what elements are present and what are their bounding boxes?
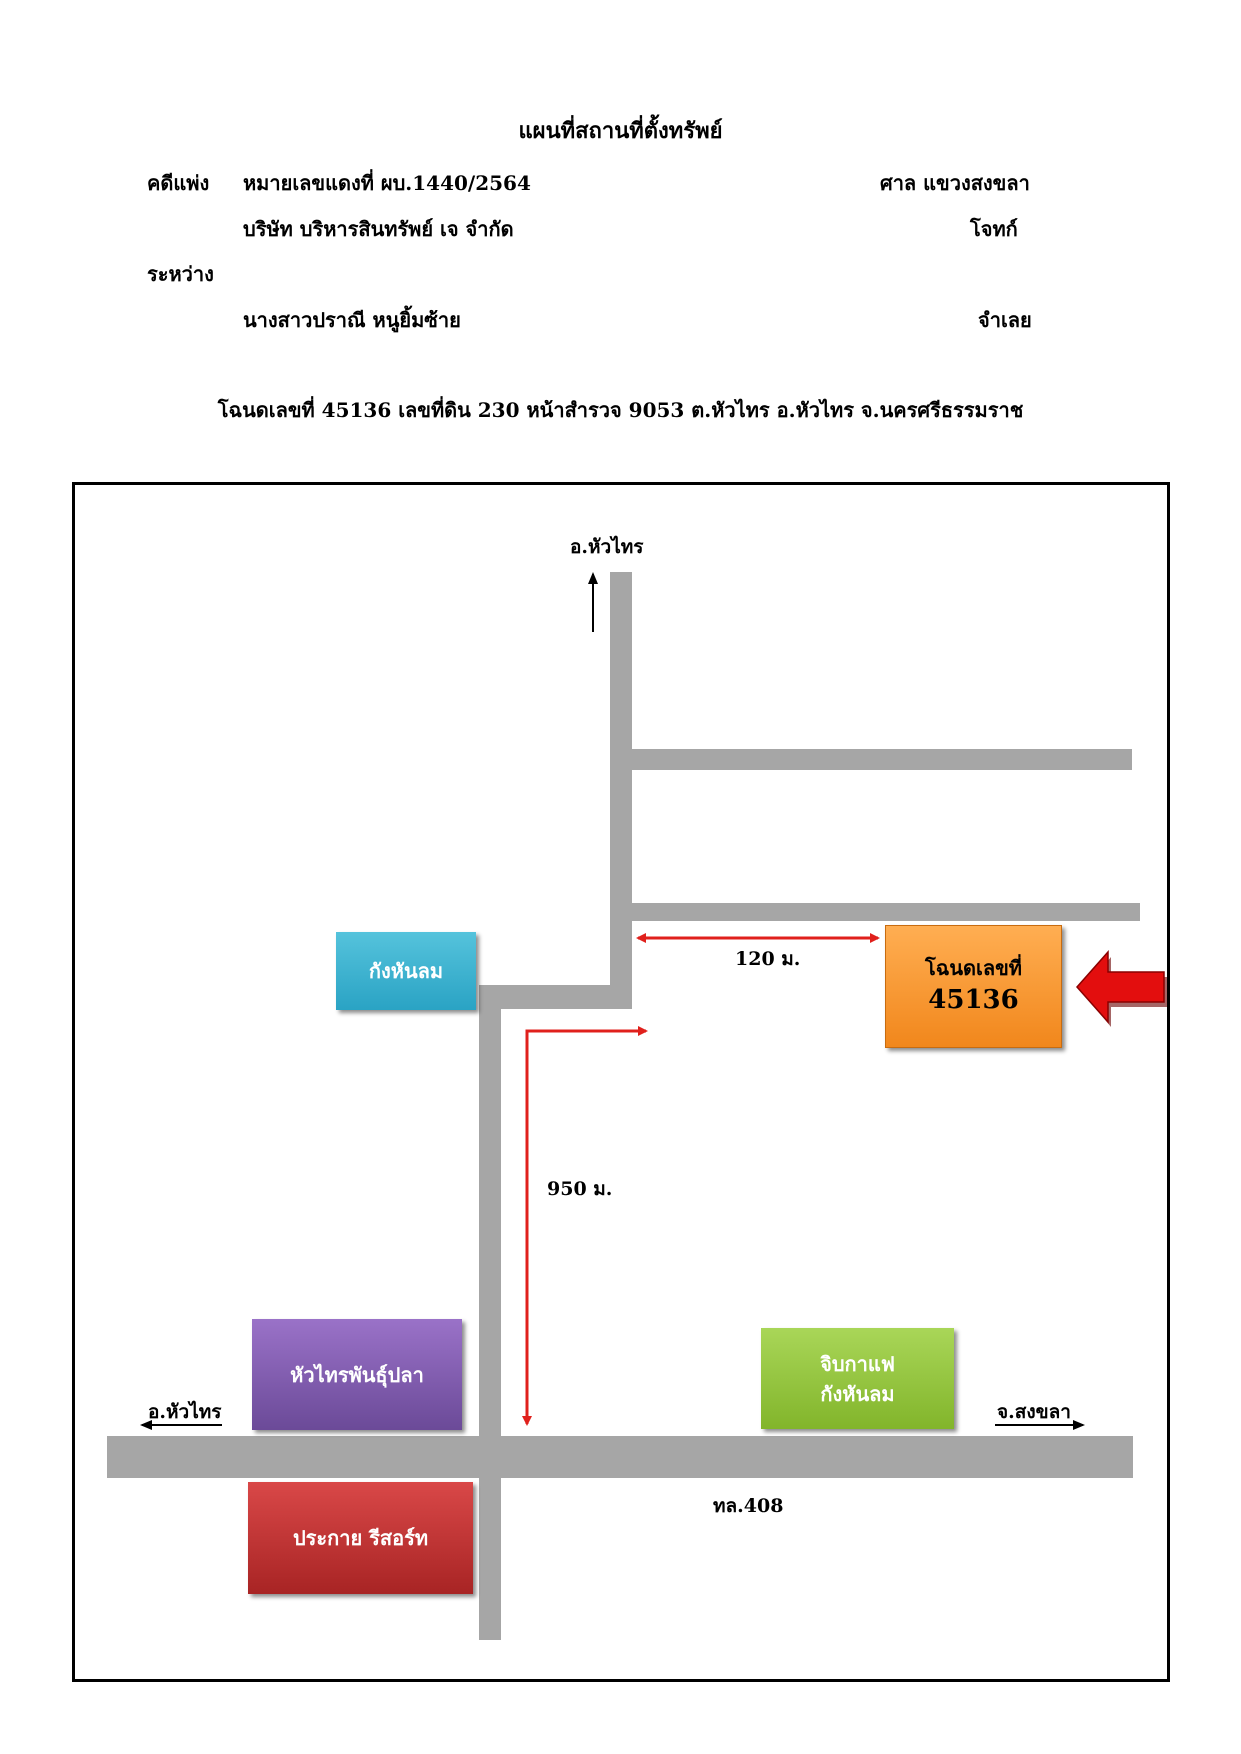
case-type: คดีแพ่ง — [147, 171, 210, 195]
distance-arrow-950 — [525, 1029, 644, 1422]
landmark-kanghanlom: กังหันลม — [336, 932, 476, 1010]
defendant-name: นางสาวปราณี หนูยิ้มซ้าย — [243, 308, 461, 332]
distance-label-950: 950 ม. — [547, 1178, 613, 1200]
page-title: แผนที่สถานที่ตั้งทรัพย์ — [518, 118, 723, 144]
landmark-resort-label: ประกาย รีสอร์ท — [292, 1526, 429, 1550]
west-direction-label: อ.หัวไทร — [148, 1401, 222, 1423]
deed-line: โฉนดเลขที่ 45136 เลขที่ดิน 230 หน้าสำรวจ… — [217, 398, 1024, 422]
vertical-road-north — [610, 572, 632, 1009]
plaintiff-role: โจทก์ — [970, 217, 1018, 241]
east-direction-label: จ.สงขลา — [997, 1401, 1071, 1423]
branch-road-lower — [632, 903, 1140, 921]
target-deed-number: 45136 — [928, 985, 1019, 1016]
target-deed-box: โฉนดเลขที่ 45136 — [885, 925, 1062, 1048]
landmark-huasai-fish-label: หัวไทรพันธุ์ปลา — [290, 1362, 424, 1387]
landmark-cafe: จิบกาแฟ กังหันลม — [761, 1328, 954, 1429]
between-label: ระหว่าง — [147, 262, 214, 286]
landmark-resort: ประกาย รีสอร์ท — [248, 1482, 473, 1594]
highway-road — [107, 1436, 1133, 1478]
plaintiff-name: บริษัท บริหารสินทรัพย์ เจ จำกัด — [243, 217, 514, 241]
map-frame — [72, 482, 1170, 1682]
jog-road — [479, 985, 632, 1009]
branch-road-upper — [632, 749, 1132, 770]
landmark-kanghanlom-label: กังหันลม — [368, 959, 444, 983]
highway-label: ทล.408 — [713, 1495, 784, 1517]
landmark-cafe-line1: จิบกาแฟ — [820, 1351, 895, 1376]
target-pointer-arrow — [1075, 950, 1167, 1027]
landmark-cafe-line2: กังหันลม — [820, 1381, 895, 1406]
defendant-role: จำเลย — [978, 308, 1032, 332]
landmark-huasai-fish: หัวไทรพันธุ์ปลา — [252, 1319, 462, 1430]
north-direction-label: อ.หัวไทร — [570, 536, 644, 558]
case-number: หมายเลขแดงที่ ผบ.1440/2564 — [243, 171, 531, 195]
target-deed-title: โฉนดเลขที่ — [925, 956, 1022, 981]
distance-label-120: 120 ม. — [735, 948, 801, 970]
vertical-road-south — [479, 985, 501, 1640]
court-name: ศาล แขวงสงขลา — [880, 171, 1030, 195]
